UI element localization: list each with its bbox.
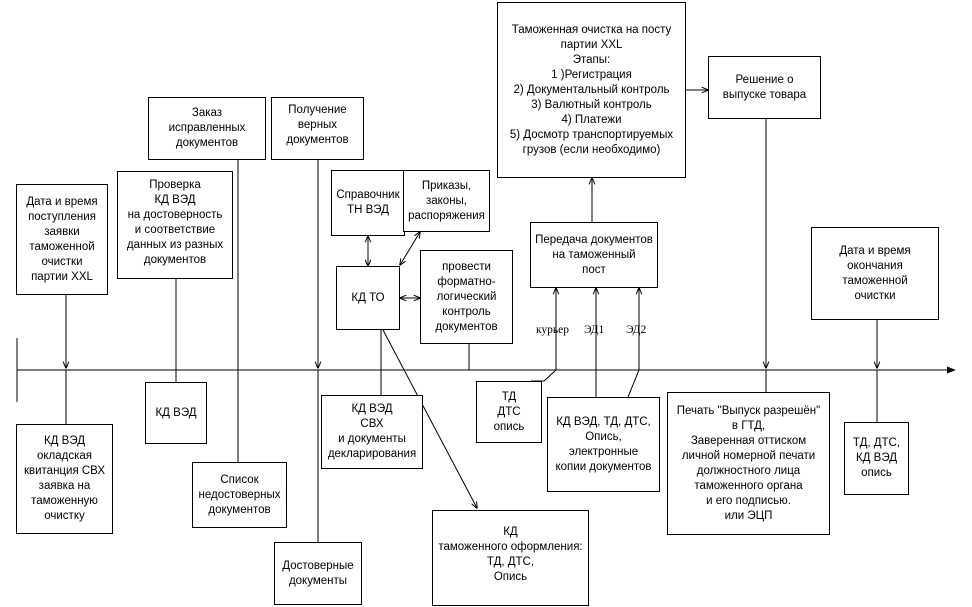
box-kd-to: КД ТО [336,266,400,330]
box-valid-docs: Достоверные документы [274,542,362,605]
box-check-kd: Проверка КД ВЭД на достоверность и соотв… [117,171,233,279]
connector-orders-kd-to [400,232,420,265]
box-orders-laws: Приказы, законы, распоряжения [403,170,490,232]
box-transfer: Передача документов на таможенный пост [530,222,658,288]
box-td-dts: ТД ДТС опись [476,381,542,443]
label-courier: курьер [536,324,570,336]
label-ed2: ЭД2 [626,324,647,336]
box-get-correct: Получение верных документов [271,97,364,160]
box-kd-ved-svh: КД ВЭД СВХ и документы декларирования [321,395,423,469]
box-customs-post: Таможенная очистка на посту партии XXL Э… [497,2,686,178]
box-order-docs: Заказ исправленных документов [148,97,266,160]
connector-kd-to-customs [382,329,477,508]
box-date-end: Дата и время окончания таможенной очистк… [811,227,939,320]
connector-ed2 [627,288,639,398]
box-kd-ved-sklad: КД ВЭД окладская квитанция СВХ заявка на… [16,424,113,534]
box-kd-customs: КД таможенного оформления: ТД, ДТС, Опис… [432,510,589,606]
box-reference: Справочник ТН ВЭД [331,170,405,236]
box-format-control: провести форматно- логический контроль д… [420,250,513,344]
box-date-start: Дата и время поступления заявки таможенн… [16,184,108,295]
box-td-dts-final: ТД, ДТС, КД ВЭД опись [844,422,909,495]
box-decision: Решение о выпуске товара [708,56,821,119]
box-list-invalid: Список недостоверных документов [192,462,287,528]
box-stamp: Печать "Выпуск разрешён" в ГТД, Заверенн… [667,392,830,535]
box-kd-ved-copies: КД ВЭД, ТД, ДТС, Опись, электронные копи… [547,397,660,492]
box-kd-ved: КД ВЭД [145,382,207,444]
label-ed1: ЭД1 [584,324,605,336]
